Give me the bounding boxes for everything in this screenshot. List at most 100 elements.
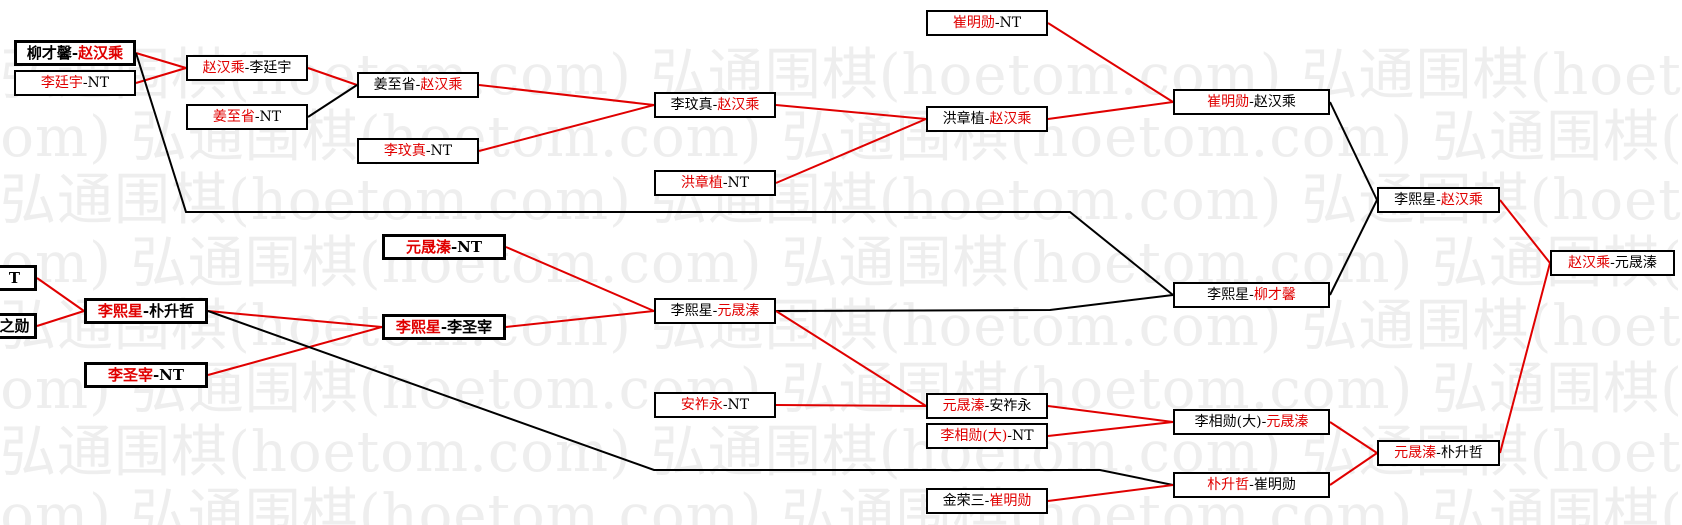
match-box-b19: 李熙星-李圣宰: [382, 314, 506, 340]
player-name: 柳才馨: [1253, 287, 1296, 303]
winner-connector-line: [1047, 405, 1174, 423]
player-name: 李圣宰: [107, 366, 153, 384]
player-name: 赵汉乘: [717, 97, 760, 113]
player-name: 姜至省: [212, 109, 255, 125]
player-name: 崔明勋: [952, 15, 995, 31]
player-name: -NT: [450, 238, 483, 256]
player-name: 李相勋(大): [940, 428, 1008, 444]
watermark-text: 弘通围棋(hoetom.com) 弘通围棋(hoetom.com) 弘通围棋(h…: [0, 294, 1682, 359]
match-box-b3: 赵汉乘-李廷宇: [186, 55, 308, 81]
winner-connector-line: [1047, 22, 1174, 103]
player-name: -NT: [254, 109, 282, 125]
path-connector-line: [1329, 199, 1378, 296]
winner-connector-line: [307, 67, 358, 86]
player-name: 赵汉乘: [989, 111, 1032, 127]
player-name: -李廷宇: [244, 60, 292, 76]
match-box-b4: 姜至省-NT: [186, 104, 308, 130]
match-box-b17: 李圣宰-NT: [84, 362, 208, 388]
winner-connector-line: [505, 310, 655, 328]
path-connector-line: [775, 294, 1174, 312]
player-name: -NT: [152, 366, 185, 384]
player-name: -NT: [82, 75, 110, 91]
player-name: -NT: [722, 397, 750, 413]
match-box-b18: 元晟溱-NT: [382, 234, 506, 260]
player-name: 李熙星: [395, 318, 441, 336]
player-name: 姜至省-: [373, 77, 421, 93]
winner-connector-line: [775, 310, 927, 407]
winner-connector-line: [505, 246, 655, 312]
player-name: 赵汉乘: [1440, 192, 1483, 208]
match-box-b9: 洪章植-赵汉乘: [926, 106, 1048, 132]
player-name: -赵汉乘: [1249, 94, 1296, 110]
winner-connector-line: [207, 326, 383, 376]
player-name: 赵汉乘: [420, 77, 463, 93]
player-name: -NT: [994, 15, 1022, 31]
winner-connector-line: [1047, 421, 1174, 437]
winner-connector-line: [478, 104, 655, 152]
player-name: -朴升哲: [142, 302, 195, 320]
winner-connector-line: [775, 404, 927, 407]
match-box-b20: 李熙星-元晟溱: [654, 298, 776, 324]
winner-connector-line: [1329, 452, 1378, 486]
player-name: 元晟溱: [717, 303, 760, 319]
player-name: -朴升哲: [1436, 445, 1483, 461]
match-box-b7: 李玟真-赵汉乘: [654, 92, 776, 118]
player-name: -安祚永: [984, 398, 1032, 414]
watermark-text: 弘通围棋(hoetom.com) 弘通围棋(hoetom.com) 弘通围棋(h…: [0, 483, 1682, 525]
match-box-b27: 朴升哲-崔明勋: [1173, 472, 1330, 498]
player-name: 安祚永: [680, 397, 723, 413]
player-name: 之勋: [0, 317, 30, 335]
player-name: 李熙星-: [1394, 192, 1441, 208]
player-name: 金荣三-: [942, 493, 990, 509]
winner-connector-line: [207, 310, 383, 328]
match-box-b5: 姜至省-赵汉乘: [357, 72, 479, 98]
path-connector-line: [307, 84, 358, 118]
match-box-b23: 元晟溱-安祚永: [926, 393, 1048, 419]
match-box-b13: 赵汉乘-元晟溱: [1550, 250, 1675, 276]
player-name: 李相勋(大)-: [1194, 414, 1267, 430]
player-name: 李熙星-: [670, 303, 718, 319]
winner-connector-line: [1047, 101, 1174, 120]
winner-connector-line: [1047, 484, 1174, 502]
match-box-b15: 之勋: [0, 313, 37, 339]
match-box-b11: 崔明勋-赵汉乘: [1173, 89, 1330, 115]
winner-connector-line: [1499, 262, 1551, 454]
winner-connector-line: [478, 84, 655, 106]
match-box-b25: 李相勋(大)-元晟溱: [1173, 409, 1330, 435]
match-box-b6: 李玟真-NT: [357, 138, 479, 164]
player-name: 崔明勋: [1207, 94, 1250, 110]
match-box-b28: 金荣三-崔明勋: [926, 488, 1048, 514]
path-connector-line: [1329, 101, 1378, 201]
player-name: 元晟溱: [405, 238, 451, 256]
watermark-text: 弘通围棋(hoetom.com) 弘通围棋(hoetom.com) 弘通围棋(h…: [0, 231, 1682, 296]
player-name: -崔明勋: [1249, 477, 1296, 493]
player-name: 元晟溱: [1266, 414, 1309, 430]
winner-connector-line: [135, 52, 187, 69]
winner-connector-line: [775, 104, 927, 120]
player-name: 崔明勋: [989, 493, 1032, 509]
match-box-b2: 李廷宇-NT: [14, 70, 136, 96]
match-box-b22: 安祚永-NT: [654, 392, 776, 418]
match-box-b1: 柳才馨-赵汉乘: [14, 40, 136, 66]
match-box-b12: 李熙星-赵汉乘: [1377, 187, 1500, 213]
player-name: 元晟溱: [942, 398, 985, 414]
winner-connector-line: [1499, 199, 1551, 264]
path-connector-line: [135, 52, 1174, 296]
match-box-b24: 李相勋(大)-NT: [926, 423, 1048, 449]
watermark-text: 弘通围棋(hoetom.com) 弘通围棋(hoetom.com) 弘通围棋(h…: [0, 357, 1682, 422]
match-box-b8: 洪章植-NT: [654, 170, 776, 196]
player-name: 元晟溱: [1394, 445, 1437, 461]
player-name: 赵汉乘: [202, 60, 245, 76]
player-name: 李玟真: [383, 143, 426, 159]
player-name: 李廷宇: [40, 75, 83, 91]
player-name: 李玟真-: [670, 97, 718, 113]
player-name: T: [8, 269, 21, 287]
player-name: 赵汉乘: [78, 44, 124, 62]
player-name: 朴升哲: [1207, 477, 1250, 493]
player-name: -: [71, 44, 79, 62]
player-name: -NT: [425, 143, 453, 159]
match-box-b10: 崔明勋-NT: [926, 10, 1048, 36]
match-box-b26: 元晟溱-朴升哲: [1377, 440, 1500, 466]
